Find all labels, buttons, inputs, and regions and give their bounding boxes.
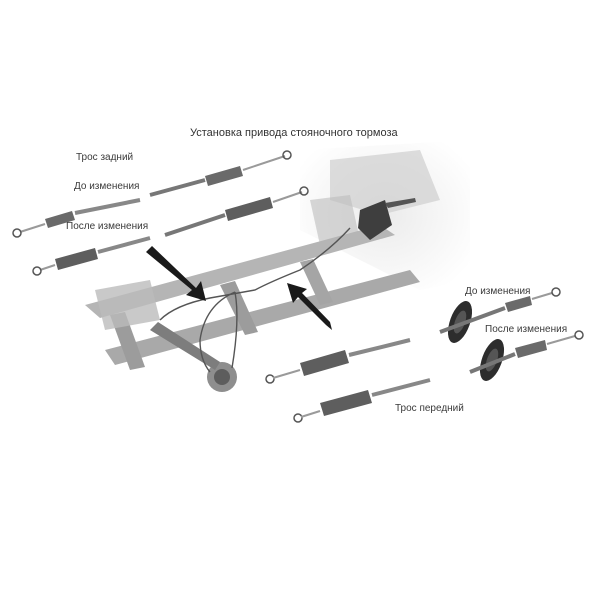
front-cable-middle-upper (265, 338, 411, 384)
front-cable-before-label: До изменения (465, 286, 531, 297)
installed-cable-route (159, 227, 351, 373)
diagram-title: Установка привода стояночного тормоза (190, 127, 398, 139)
rear-cable-before-top (149, 150, 292, 197)
rear-cable-after-left (32, 236, 151, 276)
front-cable-middle-lower (293, 378, 431, 423)
rear-cable-label: Трос задний (76, 152, 134, 163)
callout-arrows (146, 246, 332, 330)
front-cable-label: Трос передний (395, 403, 464, 414)
rear-cable-before-label: До изменения (74, 181, 140, 192)
front-cable-after-label: После изменения (485, 324, 568, 335)
arrow-front (287, 283, 332, 330)
front-cable-before (439, 287, 561, 343)
rear-cable-after-label: После изменения (66, 221, 149, 232)
rear-cable-before-left (12, 198, 141, 238)
arrow-rear (146, 246, 206, 301)
front-cable-after (469, 330, 584, 381)
vehicle-chassis (85, 140, 470, 392)
rear-cable-after-right (164, 186, 309, 237)
